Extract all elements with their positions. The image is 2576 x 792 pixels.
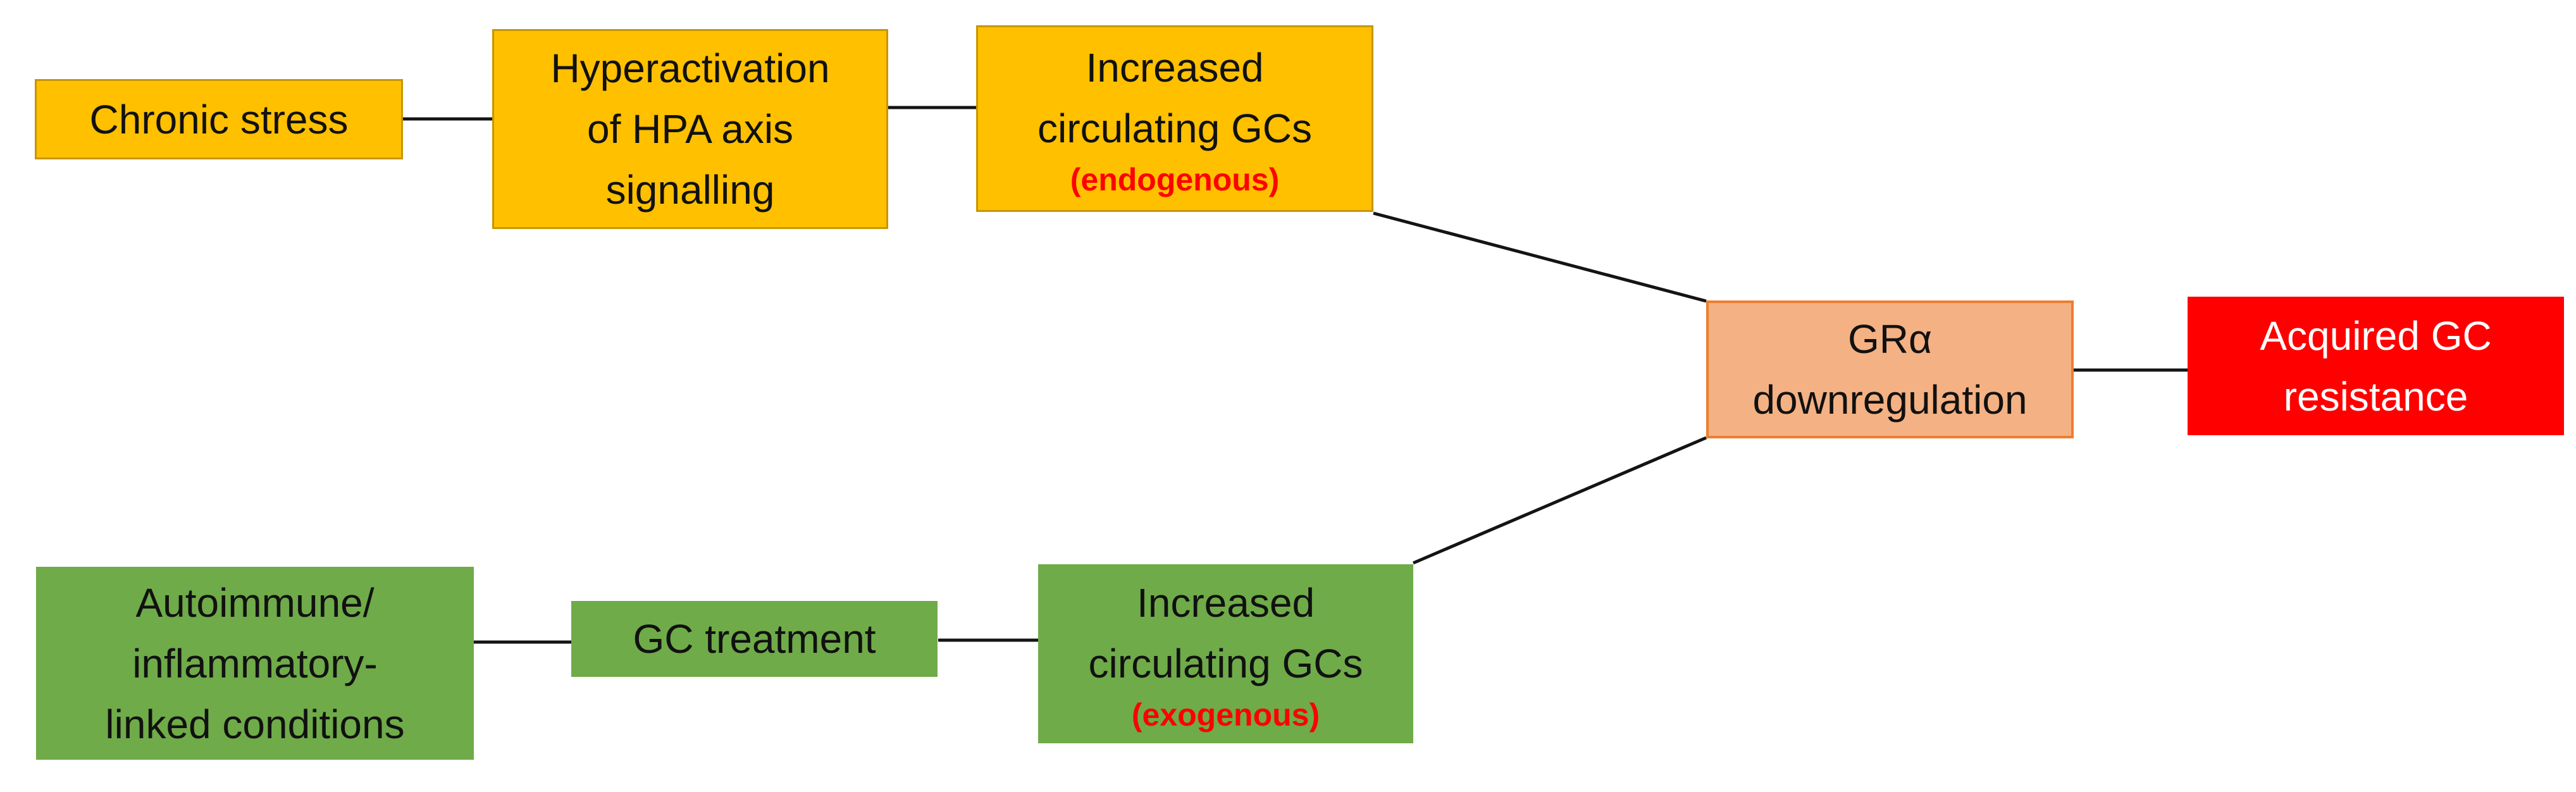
node-acquired-gc-resistance: Acquired GC resistance [2188, 297, 2564, 435]
node-label: Hyperactivation [550, 46, 830, 91]
node-label: of HPA axis [586, 106, 794, 152]
node-label: inflammatory- [132, 640, 378, 686]
node-label: GC treatment [633, 616, 876, 662]
node-label: Increased [1086, 44, 1264, 90]
node-gra-downregulation: GRα downregulation [1706, 300, 2074, 438]
node-gc-treatment: GC treatment [571, 601, 938, 677]
node-label: signalling [605, 167, 775, 213]
node-increased-gcs-endogenous: Increased circulating GCs (endogenous) [976, 25, 1373, 212]
node-label: Increased [1136, 579, 1315, 626]
node-label: circulating GCs [1037, 105, 1312, 151]
node-label: Chronic stress [89, 96, 349, 142]
node-increased-gcs-exogenous: Increased circulating GCs (exogenous) [1038, 564, 1413, 743]
edge-endogenous-gcs-to-gra [1373, 211, 1707, 303]
node-label: Acquired GC [2260, 312, 2492, 359]
node-chronic-stress: Chronic stress [35, 79, 403, 159]
node-label: GRα [1848, 316, 1932, 362]
node-sublabel-endogenous: (endogenous) [1070, 161, 1280, 197]
node-label: downregulation [1752, 377, 2028, 423]
node-autoimmune-inflammatory-conditions: Autoimmune/ inflammatory- linked conditi… [36, 567, 474, 760]
node-label: resistance [2283, 373, 2468, 419]
node-hpa-hyperactivation: Hyperactivation of HPA axis signalling [492, 29, 888, 229]
edge-exogenous-gcs-to-gra [1413, 436, 1707, 565]
node-label: Autoimmune/ [135, 579, 375, 626]
node-label: linked conditions [105, 701, 405, 747]
node-sublabel-exogenous: (exogenous) [1131, 696, 1320, 733]
node-label: circulating GCs [1088, 640, 1363, 686]
